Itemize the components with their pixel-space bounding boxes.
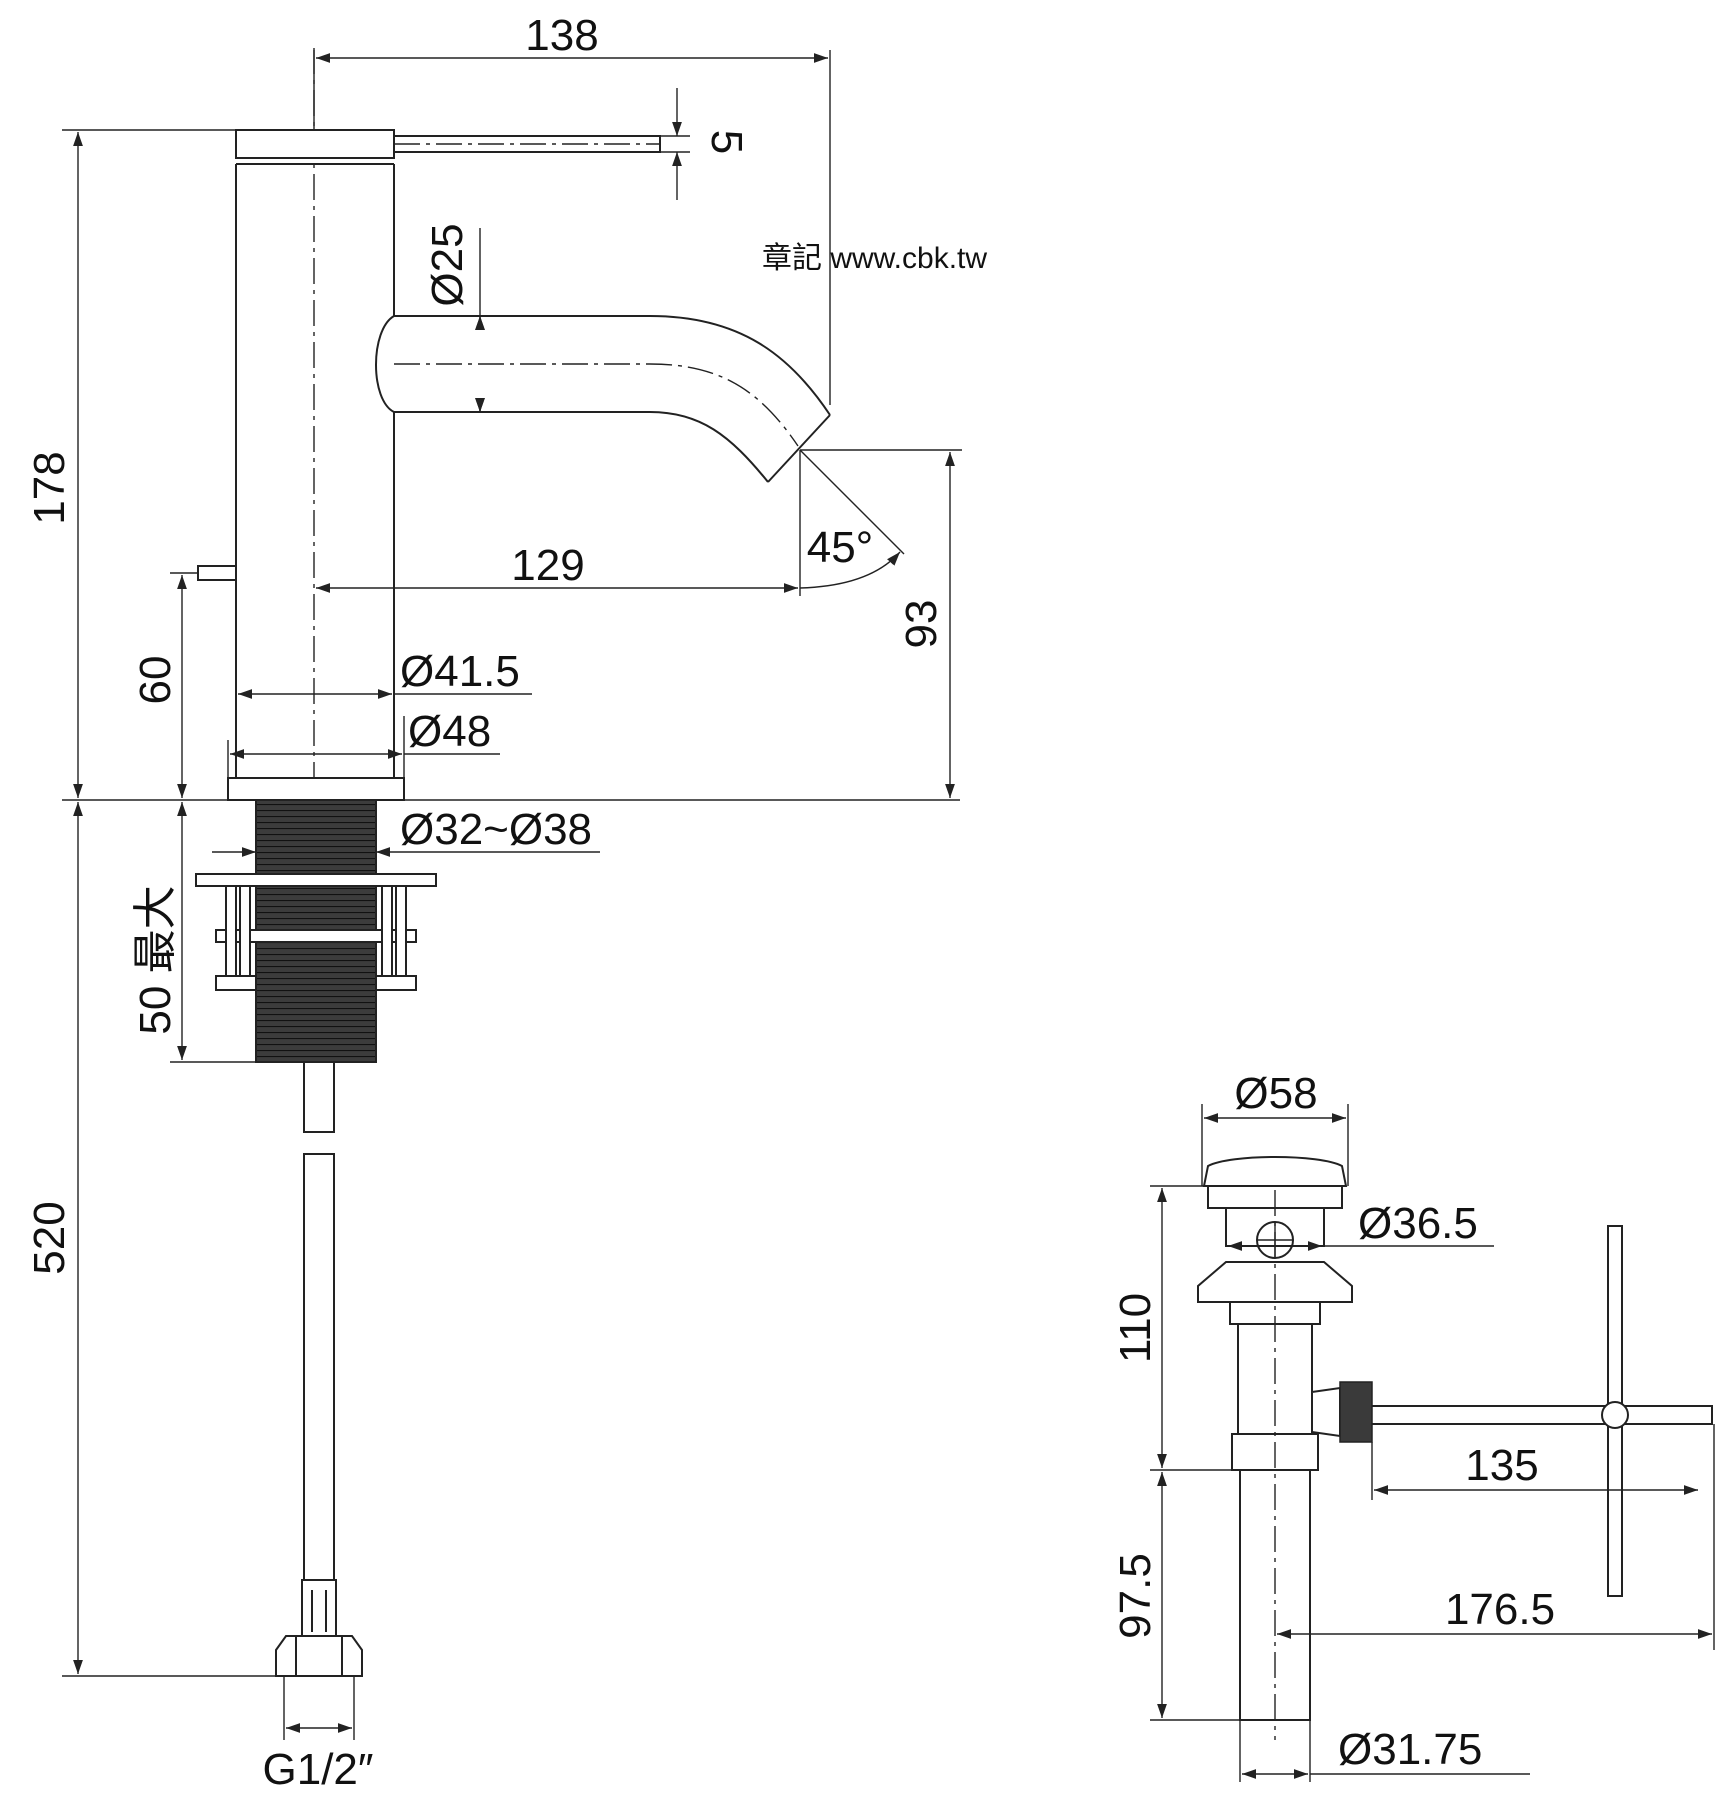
dim-drain-lower-height: 97.5 [1111, 1553, 1160, 1639]
dim-drain-upper-height: 110 [1111, 1293, 1160, 1363]
drain-drawing: Ø58 Ø36.5 110 135 97.5 176.5 Ø31.75 [1111, 1069, 1715, 1782]
dim-total-reach: 176.5 [1445, 1585, 1555, 1634]
dim-total-height: 178 [25, 451, 74, 524]
dim-rod-length: 135 [1465, 1441, 1538, 1490]
spout [394, 315, 831, 416]
dim-pipe-diameter: Ø31.75 [1338, 1725, 1482, 1774]
faucet-drawing: 138 5 章記 www.cbk.tw Ø25 178 129 45° [25, 11, 987, 1794]
base-flange [227, 777, 405, 801]
dim-spout-reach: 129 [511, 541, 584, 590]
drain-cap [1202, 1156, 1348, 1187]
mounting-plate [195, 873, 437, 887]
dim-hole-diameter: Ø32~Ø38 [400, 805, 592, 854]
dim-spout-diameter: Ø25 [423, 223, 472, 306]
hose-nut [275, 1635, 363, 1677]
drain-lower-pipe [1239, 1469, 1311, 1721]
dim-max-thickness: 50 最大 [131, 885, 180, 1034]
dim-body-diameter: Ø41.5 [400, 647, 520, 696]
hose-lower [303, 1153, 335, 1581]
watermark: 章記 www.cbk.tw [762, 242, 987, 275]
dim-total-width: 138 [525, 11, 598, 60]
dim-drain-body-diameter: Ø36.5 [1358, 1199, 1478, 1248]
pivot-rod [1372, 1405, 1713, 1425]
dim-lever-height: 60 [131, 656, 180, 705]
side-knob [197, 565, 237, 581]
mounting-washer [215, 929, 417, 943]
dim-spout-height: 93 [897, 600, 946, 649]
dim-cap-diameter: Ø58 [1234, 1069, 1317, 1118]
handle-cap [235, 129, 395, 159]
dim-hose-length: 520 [25, 1201, 74, 1274]
pivot-nut [1339, 1381, 1373, 1443]
dim-base-diameter: Ø48 [408, 707, 491, 756]
dim-spout-angle: 45° [807, 523, 874, 572]
hose-upper [303, 1061, 335, 1133]
dim-connection: G1/2″ [263, 1745, 374, 1794]
dim-handle-thickness: 5 [702, 130, 751, 154]
